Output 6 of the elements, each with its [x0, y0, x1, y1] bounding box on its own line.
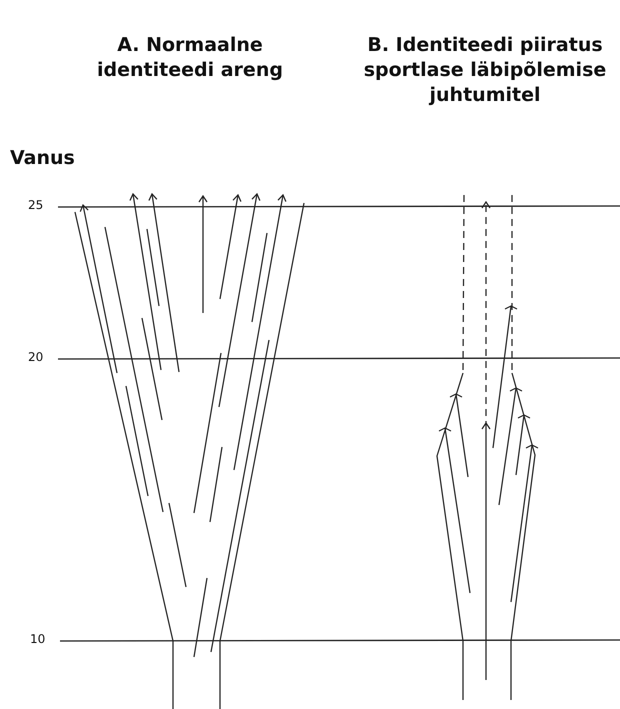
age-value: 20 — [28, 350, 44, 364]
age-value: 10 — [30, 632, 46, 646]
panel-heading: A. Normaalne identiteedi areng — [96, 33, 284, 83]
age-value: 25 — [28, 198, 44, 212]
panel-heading: B. Identiteedi piiratus sportlase läbipõlemise juhtumitel — [362, 33, 608, 108]
axis-title: Vanus — [10, 146, 75, 171]
